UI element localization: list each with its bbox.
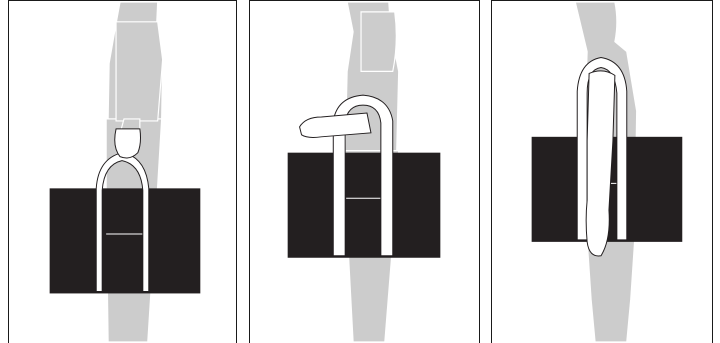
panel-forearm-carry: [249, 0, 480, 343]
shoulder-carry-illustration: [531, 1, 683, 343]
hand: [114, 128, 141, 159]
bag-strap: [332, 94, 394, 257]
panel-hand-carry: [8, 0, 237, 343]
hand-carry-illustration: [49, 1, 201, 343]
tote-bag: [287, 152, 441, 258]
bag-strap: [95, 152, 150, 292]
arm: [585, 70, 616, 257]
forearm-carry-illustration: [287, 1, 441, 343]
forearm: [299, 112, 372, 138]
tote-bag: [49, 188, 201, 294]
panel-shoulder-carry: [491, 0, 713, 343]
